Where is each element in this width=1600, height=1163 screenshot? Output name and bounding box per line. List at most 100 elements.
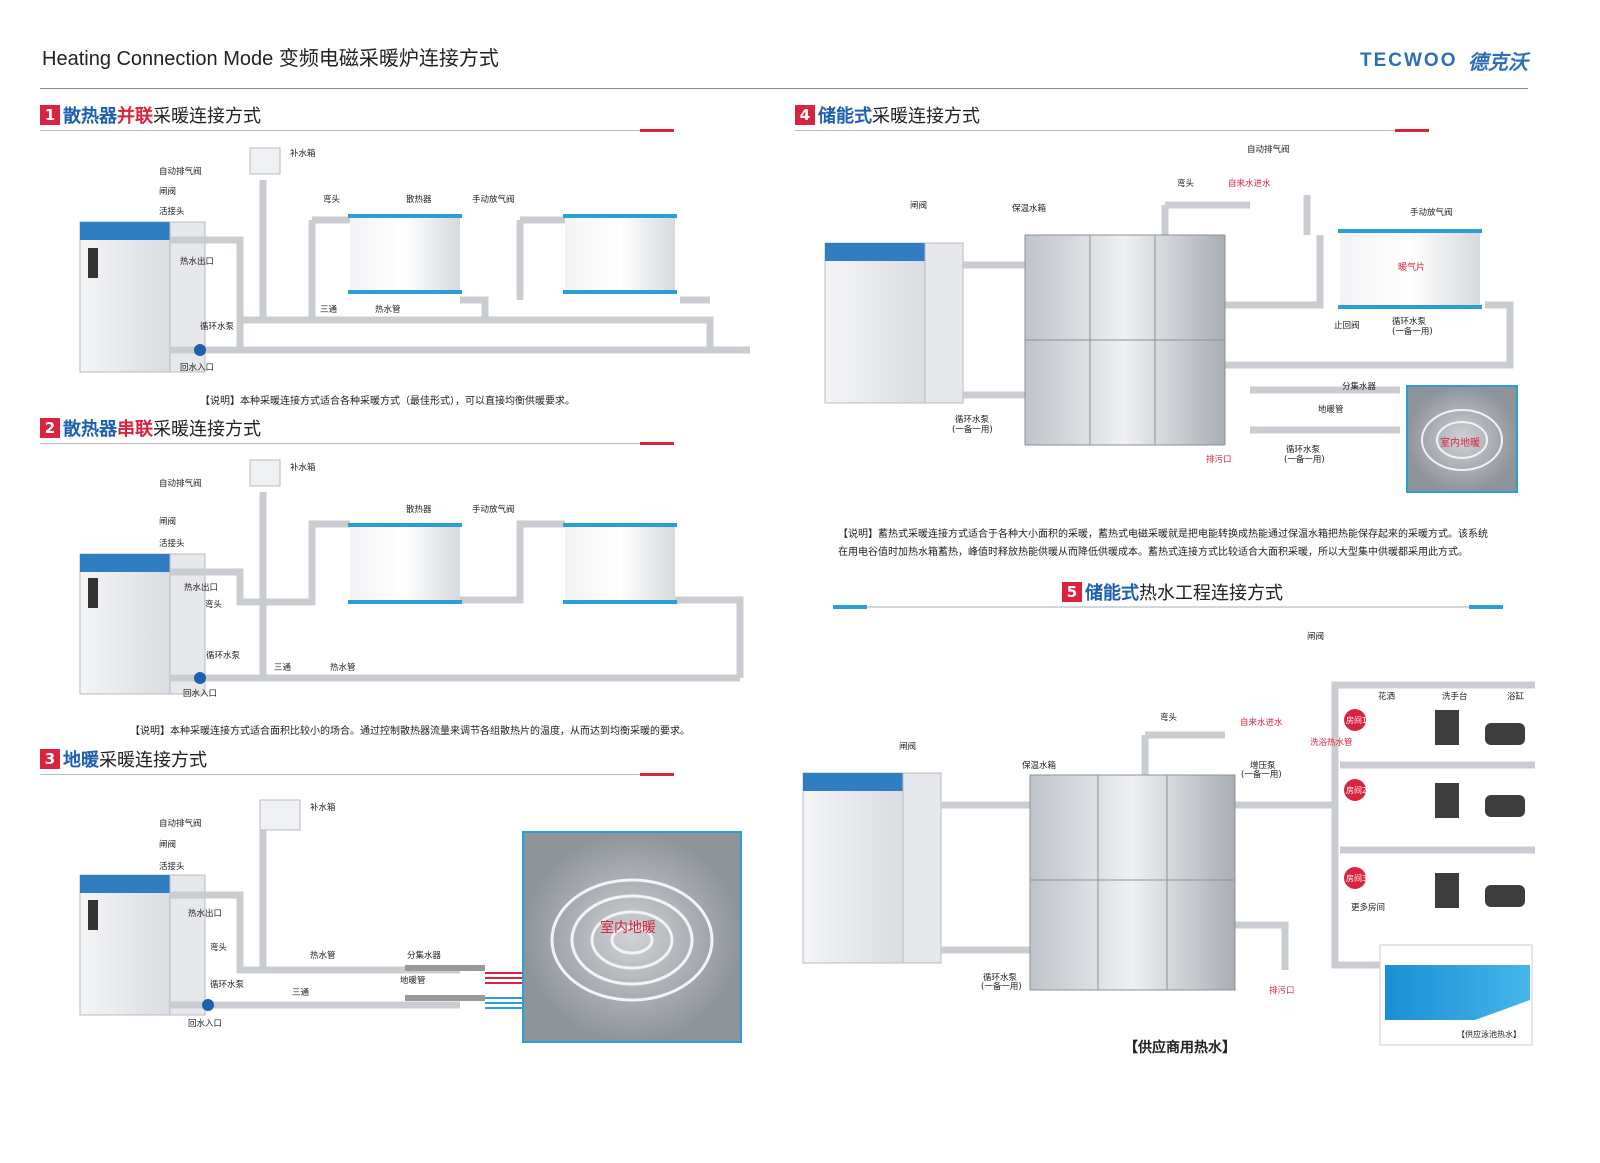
label-bath-pipe: 洗浴热水管 xyxy=(1310,737,1353,748)
section-5-footer: 【供应商用热水】 xyxy=(1124,1040,1236,1056)
pipework xyxy=(963,195,1514,434)
label-tee: 三通 xyxy=(274,662,292,673)
page-title: Heating Connection Mode 变频电磁采暖炉连接方式 xyxy=(42,48,499,70)
label-hot-out: 热水出口 xyxy=(184,582,218,593)
label-gate: 闸阀 xyxy=(159,517,176,527)
label-basin: 洗手台 xyxy=(1442,691,1468,702)
label-tub: 浴缸 xyxy=(1507,691,1525,702)
label-elbow: 弯头 xyxy=(323,194,341,205)
label-radiator: 散热器 xyxy=(406,504,432,515)
heading-text: 采暖连接方式 xyxy=(153,419,261,440)
boiler xyxy=(802,772,942,964)
label-pump-floor: 循环水泵 xyxy=(1286,444,1321,455)
label-return: 回水入口 xyxy=(188,1018,222,1029)
label-manifold: 分集水器 xyxy=(1342,381,1377,392)
heading-highlight: 地暖 xyxy=(63,750,99,771)
label-pump: 循环水泵 xyxy=(200,321,235,332)
pump xyxy=(194,672,206,684)
pump xyxy=(194,344,206,356)
section-1-note: 【说明】本种采暖连接方式适合各种采暖方式（最佳形式），可以直接均衡供暖要求。 xyxy=(200,396,575,407)
label-room2: 房间2 xyxy=(1346,785,1367,795)
swimming-pool: 【供应泳池热水】 xyxy=(1379,944,1533,1046)
heading-highlight: 储能式 xyxy=(818,106,872,127)
boiler xyxy=(824,242,964,404)
label-tank: 补水箱 xyxy=(290,148,316,159)
label-union: 活接头 xyxy=(159,206,185,217)
heading-text: 采暖连接方式 xyxy=(872,106,980,127)
label-pump: 循环水泵 xyxy=(210,979,245,990)
label-air-valve: 自动排气阀 xyxy=(1247,144,1290,155)
pipework xyxy=(941,681,1535,970)
radiator-2 xyxy=(563,523,677,604)
heading-highlight-red: 串联 xyxy=(117,419,153,440)
header-divider xyxy=(40,88,1528,89)
label-pump-left: 循环水泵 xyxy=(955,414,990,425)
label-more-rooms: 更多房间 xyxy=(1351,902,1385,913)
section-number: 2 xyxy=(40,418,60,438)
label-return: 回水入口 xyxy=(180,362,214,373)
makeup-tank xyxy=(249,459,281,487)
diagram-radiator-series: 自动排气阀 闸阀 活接头 热水出口 弯头 补水箱 散热器 手动放气阀 三通 热水… xyxy=(79,459,744,699)
label-room3: 房间3 xyxy=(1346,873,1367,883)
label-standby: (一备一用) xyxy=(981,981,1022,992)
boiler xyxy=(79,874,206,1016)
pipework xyxy=(170,180,750,354)
label-union: 活接头 xyxy=(159,861,185,872)
label-drain: 排污口 xyxy=(1269,985,1295,996)
diagram-floor-heating: 室内地暖 自动排气阀 闸阀 活接头 热水出口 弯头 补水箱 循环水泵 回水入口 … xyxy=(79,799,742,1043)
label-hot-pipe: 热水管 xyxy=(375,304,401,315)
label-manifold: 分集水器 xyxy=(407,950,442,961)
label-hot-out: 热水出口 xyxy=(180,256,214,267)
section-number: 5 xyxy=(1062,582,1082,602)
label-tank: 保温水箱 xyxy=(1012,203,1047,214)
room-1: 房间1 xyxy=(1344,709,1525,745)
heading-text: 热水工程连接方式 xyxy=(1139,583,1283,604)
label-gate-top: 闸阀 xyxy=(1307,632,1324,642)
floor-heating-photo: 室内地暖 xyxy=(1406,385,1518,493)
section-5-rule xyxy=(833,605,1503,609)
makeup-tank xyxy=(249,147,281,175)
label-air-valve: 自动排气阀 xyxy=(159,478,202,489)
label-shower: 花洒 xyxy=(1378,691,1396,702)
label-elbow: 弯头 xyxy=(1160,712,1178,723)
section-2-note: 【说明】本种采暖连接方式适合面积比较小的场合。通过控制散热器流量来调节各组散热片… xyxy=(130,726,690,737)
label-standby-booster: (一备一用) xyxy=(1241,769,1282,780)
pump xyxy=(202,999,214,1011)
label-elbow: 弯头 xyxy=(1177,178,1195,189)
heading-highlight: 散热器 xyxy=(63,419,117,440)
label-floor-pipe: 地暖管 xyxy=(400,975,426,986)
label-tee: 三通 xyxy=(292,987,310,998)
label-pump-right: 循环水泵 xyxy=(1392,316,1427,327)
heading-highlight: 散热器 xyxy=(63,106,117,127)
section-4-rule xyxy=(795,129,1429,132)
diagram-radiator-parallel: 自动排气阀 闸阀 活接头 热水出口 补水箱 弯头 散热器 手动放气阀 三通 热水… xyxy=(79,147,750,373)
label-gate: 闸阀 xyxy=(910,201,927,211)
section-number: 1 xyxy=(40,105,60,125)
label-standby-right: (一备一用) xyxy=(1392,326,1433,337)
label-city-water: 自来水进水 xyxy=(1228,178,1271,189)
radiator-1 xyxy=(348,523,462,604)
section-4-note-line2: 在用电谷值时加热水箱蓄热，峰值时释放热能供暖从而降低供暖成本。蓄热式连接方式比较… xyxy=(838,547,1468,558)
diagram-storage-hot-water: 房间1 房间2 房间3 【供应泳池热水】 闸阀 弯头 自来水进水 闸阀 保温水箱… xyxy=(802,632,1535,1046)
label-gate: 闸阀 xyxy=(899,742,916,752)
label-tank: 补水箱 xyxy=(310,802,336,813)
heading-highlight-red: 并联 xyxy=(117,106,153,127)
logo-text-cn: 德克沃 xyxy=(1468,50,1528,74)
label-elbow: 弯头 xyxy=(205,599,223,610)
label-tank: 补水箱 xyxy=(290,462,316,473)
label-standby-left: (一备一用) xyxy=(952,424,993,435)
manifold xyxy=(405,965,525,1009)
label-return: 回水入口 xyxy=(183,688,217,699)
radiator-1 xyxy=(348,214,462,294)
label-hot-pipe: 热水管 xyxy=(330,662,356,673)
label-standby-floor: (一备一用) xyxy=(1284,454,1325,465)
section-4-note-line1: 【说明】蓄热式采暖连接方式适合于各种大小面积的采暖，蓄热式电磁采暖就是把电能转换… xyxy=(838,529,1488,540)
brand-logo: TECWOO 德克沃 xyxy=(1360,40,1535,80)
label-pump: 循环水泵 xyxy=(983,972,1018,983)
label-city-water: 自来水进水 xyxy=(1240,717,1283,728)
heading-text: 采暖连接方式 xyxy=(99,750,207,771)
photo-caption: 室内地暖 xyxy=(600,919,656,936)
label-pump: 循环水泵 xyxy=(206,650,241,661)
